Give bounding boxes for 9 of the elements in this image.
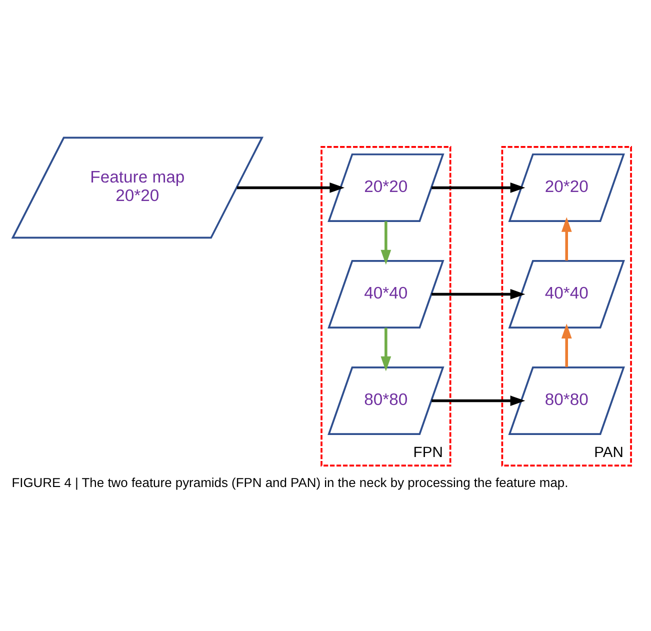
arrow	[432, 395, 526, 406]
arrow	[561, 216, 572, 260]
arrow	[380, 327, 392, 371]
arrow	[236, 182, 345, 192]
arrow	[561, 323, 572, 367]
arrow	[432, 182, 526, 192]
arrow	[380, 220, 392, 264]
caption: FIGURE 4 | The two feature pyramids (FPN and PAN) in the neck by processing the feature map.	[12, 474, 568, 490]
arrow	[432, 288, 526, 299]
